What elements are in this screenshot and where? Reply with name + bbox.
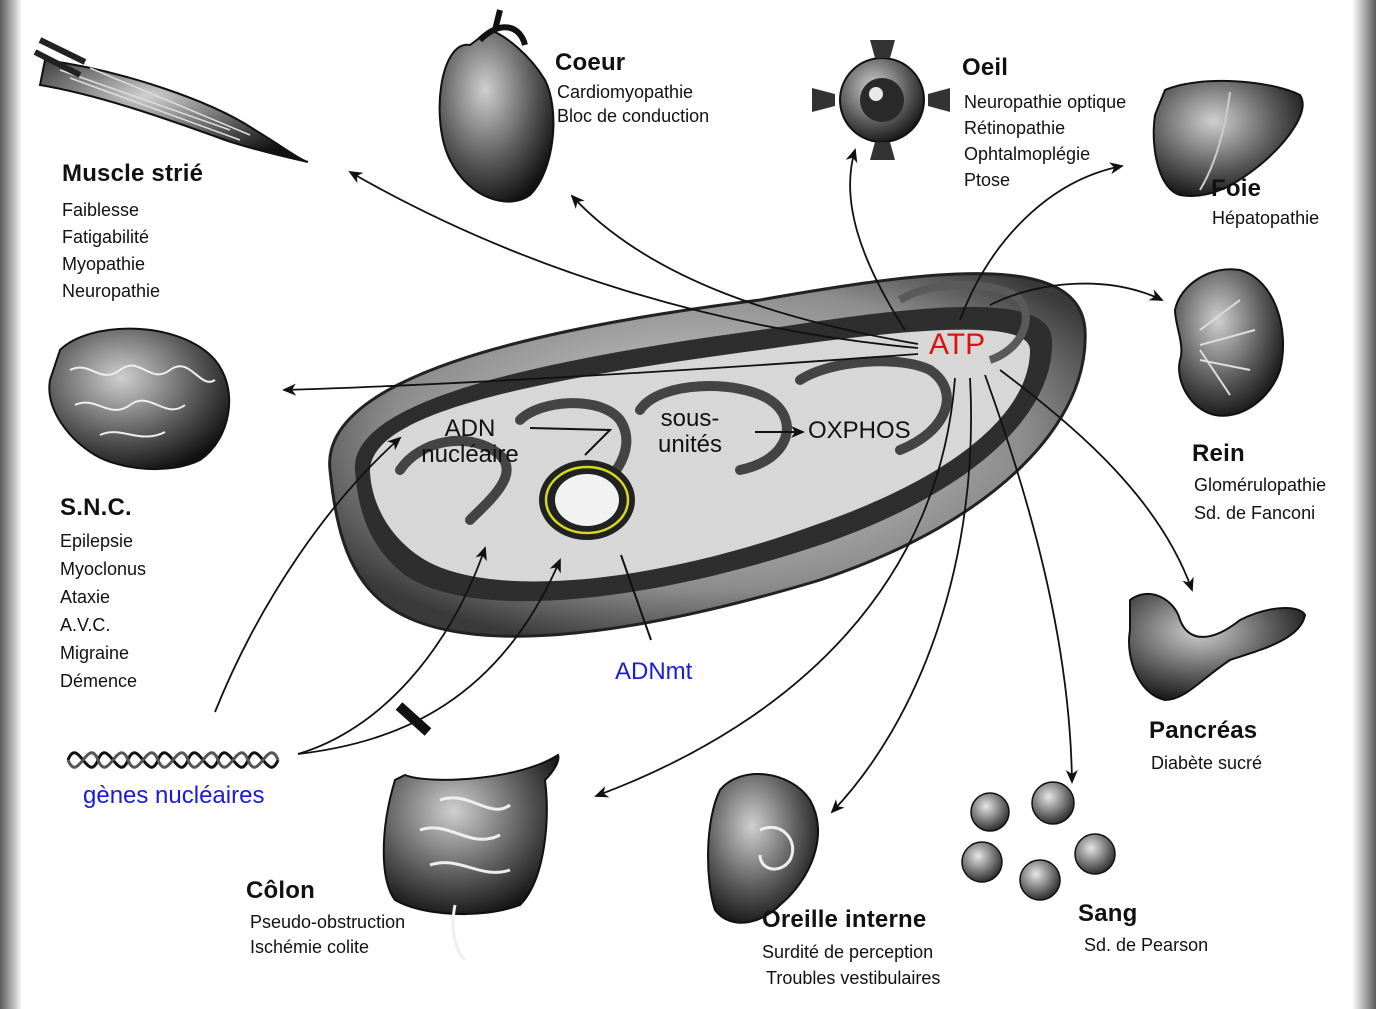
- sous-unites-line2: unités: [640, 432, 740, 458]
- genes-nucleaires-label: gènes nucléaires: [83, 784, 264, 808]
- brain-illustration: [49, 329, 229, 469]
- eye-illustration: [812, 40, 950, 160]
- heart-illustration: [440, 10, 554, 202]
- symptom-item: Ataxie: [60, 583, 146, 611]
- adn-nucleaire-label: ADN nucléaire: [410, 416, 530, 468]
- ear-illustration: [708, 774, 818, 923]
- dna-helix-illustration: [68, 753, 278, 767]
- sang-title: Sang: [1078, 902, 1137, 926]
- symptom-item: Myopathie: [62, 251, 160, 278]
- rein-title: Rein: [1192, 442, 1245, 466]
- pancreas-symptoms: Diabète sucré: [1151, 750, 1262, 777]
- sang-symptoms: Sd. de Pearson: [1084, 932, 1208, 959]
- adn-nucleaire-line1: ADN: [410, 416, 530, 442]
- symptom-item: Ptose: [964, 167, 1126, 193]
- symptom-item: Neuropathie optique: [964, 89, 1126, 115]
- symptom-item: Diabète sucré: [1151, 750, 1262, 777]
- symptom-item: Cardiomyopathie: [557, 80, 709, 104]
- foie-symptoms: Hépatopathie: [1212, 205, 1319, 232]
- colon-symptoms: Pseudo-obstruction Ischémie colite: [250, 910, 405, 960]
- symptom-item: Ophtalmoplégie: [964, 141, 1126, 167]
- oreille-symptoms: Surdité de perception Troubles vestibula…: [762, 939, 940, 991]
- symptom-item: Faiblesse: [62, 197, 160, 224]
- snc-symptoms: Epilepsie Myoclonus Ataxie A.V.C. Migrai…: [60, 527, 146, 695]
- muscle-symptoms: Faiblesse Fatigabilité Myopathie Neuropa…: [62, 197, 160, 305]
- symptom-item: A.V.C.: [60, 611, 146, 639]
- symptom-item: Sd. de Pearson: [1084, 932, 1208, 959]
- symptom-item: Troubles vestibulaires: [762, 965, 940, 991]
- adn-nucleaire-line2: nucléaire: [410, 442, 530, 468]
- symptom-item: Epilepsie: [60, 527, 146, 555]
- symptom-item: Rétinopathie: [964, 115, 1126, 141]
- symptom-item: Hépatopathie: [1212, 205, 1319, 232]
- symptom-item: Glomérulopathie: [1194, 471, 1326, 499]
- oeil-symptoms: Neuropathie optique Rétinopathie Ophtalm…: [964, 89, 1126, 193]
- symptom-item: Surdité de perception: [762, 939, 940, 965]
- snc-title: S.N.C.: [60, 496, 132, 520]
- adnmt-label: ADNmt: [615, 660, 692, 684]
- sous-unites-label: sous- unités: [640, 406, 740, 458]
- muscle-title: Muscle strié: [62, 162, 203, 186]
- kidney-illustration: [1175, 269, 1283, 416]
- rein-symptoms: Glomérulopathie Sd. de Fanconi: [1194, 471, 1326, 527]
- mtdna-circle: [539, 460, 635, 540]
- colon-illustration: [384, 755, 559, 960]
- sous-unites-line1: sous-: [640, 406, 740, 432]
- colon-title: Côlon: [246, 879, 315, 903]
- symptom-item: Ischémie colite: [250, 935, 405, 960]
- oreille-title: Oreille interne: [762, 908, 926, 932]
- symptom-item: Bloc de conduction: [557, 104, 709, 128]
- symptom-item: Neuropathie: [62, 278, 160, 305]
- oeil-title: Oeil: [962, 56, 1008, 80]
- atp-label: ATP: [929, 330, 985, 360]
- coeur-title: Coeur: [555, 51, 625, 75]
- pancreas-title: Pancréas: [1149, 719, 1257, 743]
- symptom-item: Myoclonus: [60, 555, 146, 583]
- symptom-item: Fatigabilité: [62, 224, 160, 251]
- symptom-item: Démence: [60, 667, 146, 695]
- blood-cells-illustration: [962, 782, 1115, 900]
- symptom-item: Pseudo-obstruction: [250, 910, 405, 935]
- pancreas-illustration: [1129, 594, 1305, 700]
- foie-title: Foie: [1211, 177, 1261, 201]
- coeur-symptoms: Cardiomyopathie Bloc de conduction: [557, 80, 709, 128]
- muscle-illustration: [35, 40, 308, 162]
- symptom-item: Sd. de Fanconi: [1194, 499, 1326, 527]
- symptom-item: Migraine: [60, 639, 146, 667]
- oxphos-label: OXPHOS: [808, 419, 911, 443]
